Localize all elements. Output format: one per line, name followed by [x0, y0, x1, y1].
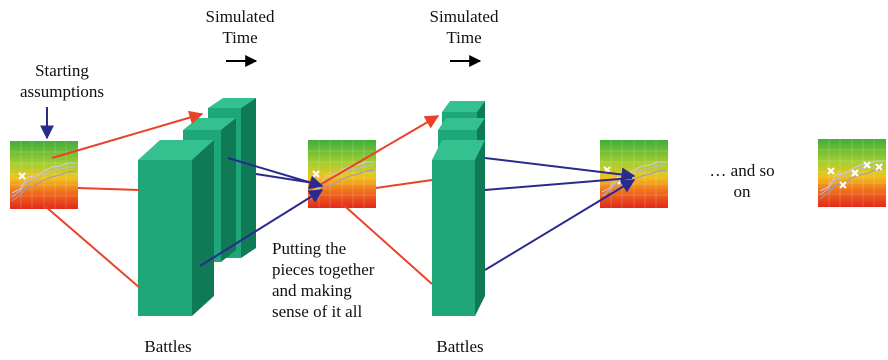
chart-after-first-battles — [307, 139, 377, 209]
battle-blocks-group-2 — [432, 101, 485, 316]
blue-arrow — [484, 177, 633, 191]
chart-final — [817, 138, 887, 208]
starting-line2: assumptions — [19, 82, 105, 101]
battles-label-1: Battles — [144, 337, 192, 356]
blue-arrow — [255, 173, 321, 185]
putting-line4: sense of it all — [272, 302, 363, 321]
red-arrow — [51, 110, 204, 159]
and-so-on-line2: on — [733, 182, 751, 201]
battles-label-2: Battles — [436, 337, 484, 356]
simulated-time-line2: Time — [222, 28, 258, 47]
blue-arrow — [199, 189, 324, 267]
x-mark-icon — [827, 161, 883, 189]
simulated-time-line1: Simulated — [429, 7, 499, 26]
putting-pieces-together-label: Putting the pieces together and making s… — [272, 238, 374, 322]
blue-arrow — [484, 179, 636, 271]
blue-arrow — [484, 157, 636, 182]
battle-block — [432, 140, 485, 316]
chart-initial — [9, 140, 79, 210]
battle-blocks-group-1 — [138, 98, 256, 316]
battle-block — [138, 140, 214, 316]
simulated-time-label-2: Simulated Time — [414, 6, 514, 48]
blue-arrows — [199, 157, 636, 271]
x-mark-icon — [18, 172, 26, 180]
putting-line3: and making — [272, 281, 352, 300]
simulated-time-line1: Simulated — [205, 7, 275, 26]
red-arrow — [77, 187, 141, 191]
putting-line1: Putting the — [272, 239, 347, 258]
red-arrow — [37, 199, 141, 289]
red-arrow — [317, 115, 440, 187]
starting-line1: Starting — [35, 61, 89, 80]
putting-line2: pieces together — [272, 260, 375, 279]
and-so-on-label: … and so on — [692, 160, 792, 202]
red-arrow — [375, 179, 433, 189]
red-arrow — [337, 199, 433, 285]
red-arrows — [37, 110, 440, 289]
and-so-on-line1: … and so — [709, 161, 775, 180]
simulated-time-line2: Time — [446, 28, 482, 47]
starting-assumptions-label: Starting assumptions — [2, 60, 122, 102]
simulated-time-label-1: Simulated Time — [190, 6, 290, 48]
